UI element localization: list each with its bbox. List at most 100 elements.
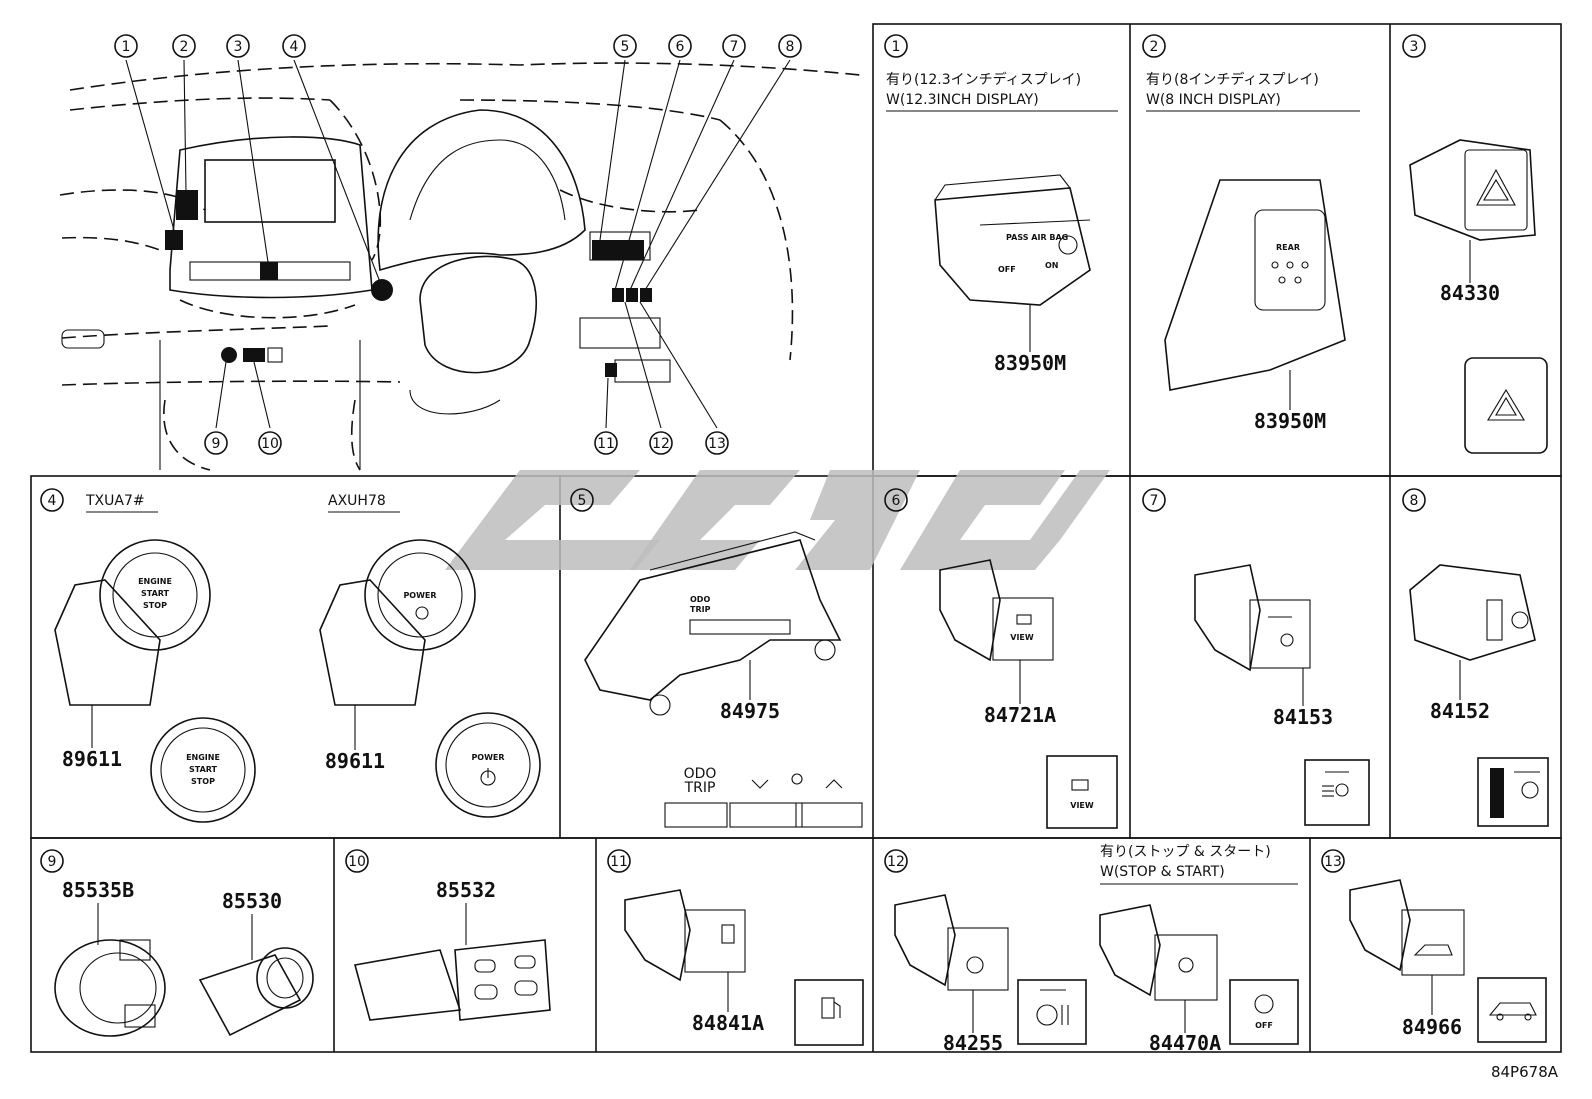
start-label: START: [141, 589, 170, 598]
part-number-89611-a: 89611: [62, 747, 122, 771]
panel-2: 2 有り(8インチディスプレイ) W(8 INCH DISPLAY) REAR …: [1142, 34, 1360, 433]
part-number-89611-b: 89611: [325, 749, 385, 773]
overview-callout-circle: [778, 34, 802, 58]
panel-11-number: 11: [610, 854, 628, 870]
panel-2-note-jp: 有り(8インチディスプレイ): [1146, 71, 1319, 88]
panel-3: 3 84330: [1402, 34, 1548, 454]
rear-seat-switch-drawing: REAR: [1164, 179, 1346, 391]
overview-callout-6: 6: [676, 39, 685, 55]
panel-9-number: 9: [48, 854, 57, 870]
odo-drawing-label: ODO: [690, 595, 710, 604]
power-outlet-drawing: [198, 947, 314, 1037]
panel-6: 6 VIEW 84721A VIEW: [884, 488, 1118, 829]
variant-axuh78: AXUH78: [328, 493, 386, 509]
watermark-logo: [445, 470, 1110, 570]
overview-callout-11: 11: [597, 436, 615, 452]
overview-callout-1: 1: [122, 39, 131, 55]
trip-drawing-label: TRIP: [690, 605, 711, 614]
overview-callout-10: 10: [261, 436, 279, 452]
socket-ring-drawing: [54, 939, 166, 1037]
overview-callout-5: 5: [621, 39, 630, 55]
pass-airbag-switch-drawing: PASS AIR BAG OFF ON: [934, 174, 1091, 306]
stop-start-off-label: OFF: [1255, 1021, 1273, 1030]
wiper-deicer-switch-drawing: [894, 894, 1009, 991]
auto-high-beam-switch-drawing: [1194, 564, 1311, 672]
engine-start-switch-drawing: ENGINE START STOP: [54, 539, 211, 706]
view-switch-drawing: VIEW: [939, 559, 1054, 662]
stop-start-off-icon: OFF: [1229, 979, 1299, 1045]
panel-9: 9 85535B 85530: [40, 849, 314, 1037]
power-icon-label: POWER: [471, 753, 504, 762]
overview-callout-7: 7: [730, 39, 739, 55]
panel-13: 13 84966: [1321, 849, 1547, 1043]
panel-1: 1 有り(12.3インチディスプレイ) W(12.3INCH DISPLAY) …: [884, 34, 1118, 375]
odo-trip-switch-drawing: ODO TRIP: [584, 531, 842, 716]
engine-label: ENGINE: [138, 577, 172, 586]
panel-12-note-en: W(STOP & START): [1100, 864, 1225, 880]
variant-txua7: TXUA7#: [85, 493, 145, 509]
camera-view-icon: VIEW: [1046, 755, 1118, 829]
overview-callout-circle: [258, 431, 282, 455]
panel-12-number: 12: [887, 854, 905, 870]
panel-12-note-jp: 有り(ストップ & スタート): [1100, 844, 1271, 860]
overview-callout-circle: [668, 34, 692, 58]
panel-2-note-en: W(8 INCH DISPLAY): [1146, 92, 1281, 108]
panel-grid: [30, 23, 1562, 1053]
overview-callout-circle: [282, 34, 306, 58]
part-number-84255: 84255: [943, 1031, 1003, 1055]
view-drawing-label: VIEW: [1010, 633, 1034, 642]
panel-10: 10 85532: [345, 849, 551, 1021]
overview-callout-circle: [114, 34, 138, 58]
panel-3-number: 3: [1410, 39, 1419, 55]
sheet-id: 84P678A: [1491, 1063, 1559, 1081]
panel-4: 4 TXUA7# AXUH78 ENGINE START STOP 89611 …: [40, 488, 541, 823]
dashboard-overview: [59, 59, 861, 471]
overview-callout-8: 8: [786, 39, 795, 55]
part-number-84470A: 84470A: [1149, 1031, 1221, 1055]
part-number-84153: 84153: [1273, 705, 1333, 729]
panel-1-number: 1: [892, 39, 901, 55]
part-number-85532: 85532: [436, 878, 496, 902]
panel-5-number: 5: [578, 493, 587, 509]
engine-icon-label: ENGINE: [186, 753, 220, 762]
panel-7: 7 84153: [1142, 488, 1370, 826]
panel-2-number: 2: [1150, 39, 1159, 55]
overview-callout-circle: [722, 34, 746, 58]
trip-icon-label: TRIP: [684, 780, 716, 796]
odo-icon-label: ODO: [684, 766, 717, 782]
overview-callout-2: 2: [180, 39, 189, 55]
part-number-85535B: 85535B: [62, 878, 134, 902]
power-tailgate-icon: [1477, 977, 1547, 1043]
auto-high-beam-icon: [1304, 759, 1370, 826]
panel-6-number: 6: [892, 493, 901, 509]
view-icon-label: VIEW: [1070, 801, 1094, 810]
start-icon-label: START: [189, 765, 218, 774]
power-label: POWER: [403, 591, 436, 600]
part-number-83950M-a: 83950M: [994, 351, 1066, 375]
stop-icon-label: STOP: [191, 777, 215, 786]
part-number-83950M-b: 83950M: [1254, 409, 1326, 433]
overview-callout-circle: [204, 431, 228, 455]
panel-12: 12 有り(ストップ & スタート) W(STOP & START) 84255…: [884, 844, 1299, 1055]
rear-label: REAR: [1276, 243, 1300, 252]
hazard-icon: [1464, 357, 1548, 454]
part-number-84152: 84152: [1430, 699, 1490, 723]
headlight-level-icon: [1477, 757, 1549, 827]
overview-callout-circle: [649, 431, 673, 455]
pass-airbag-label: PASS AIR BAG: [1006, 233, 1068, 242]
panel-10-number: 10: [348, 854, 366, 870]
overview-callout-circle: [705, 431, 729, 455]
overview-callout-4: 4: [290, 39, 299, 55]
panel-7-number: 7: [1150, 493, 1159, 509]
stop-label: STOP: [143, 601, 167, 610]
panel-1-note-en: W(12.3INCH DISPLAY): [886, 92, 1039, 108]
panel-8-number: 8: [1410, 493, 1419, 509]
power-button-icon: POWER: [435, 712, 541, 818]
overview-callout-circle: [594, 431, 618, 455]
overview-callout-13: 13: [708, 436, 726, 452]
panel-5: 5 ODO TRIP 84975 ODO TRIP: [570, 488, 863, 828]
panel-13-number: 13: [1324, 854, 1342, 870]
stop-start-switch-drawing: [1099, 904, 1218, 1001]
airbag-on-label: ON: [1045, 261, 1059, 270]
